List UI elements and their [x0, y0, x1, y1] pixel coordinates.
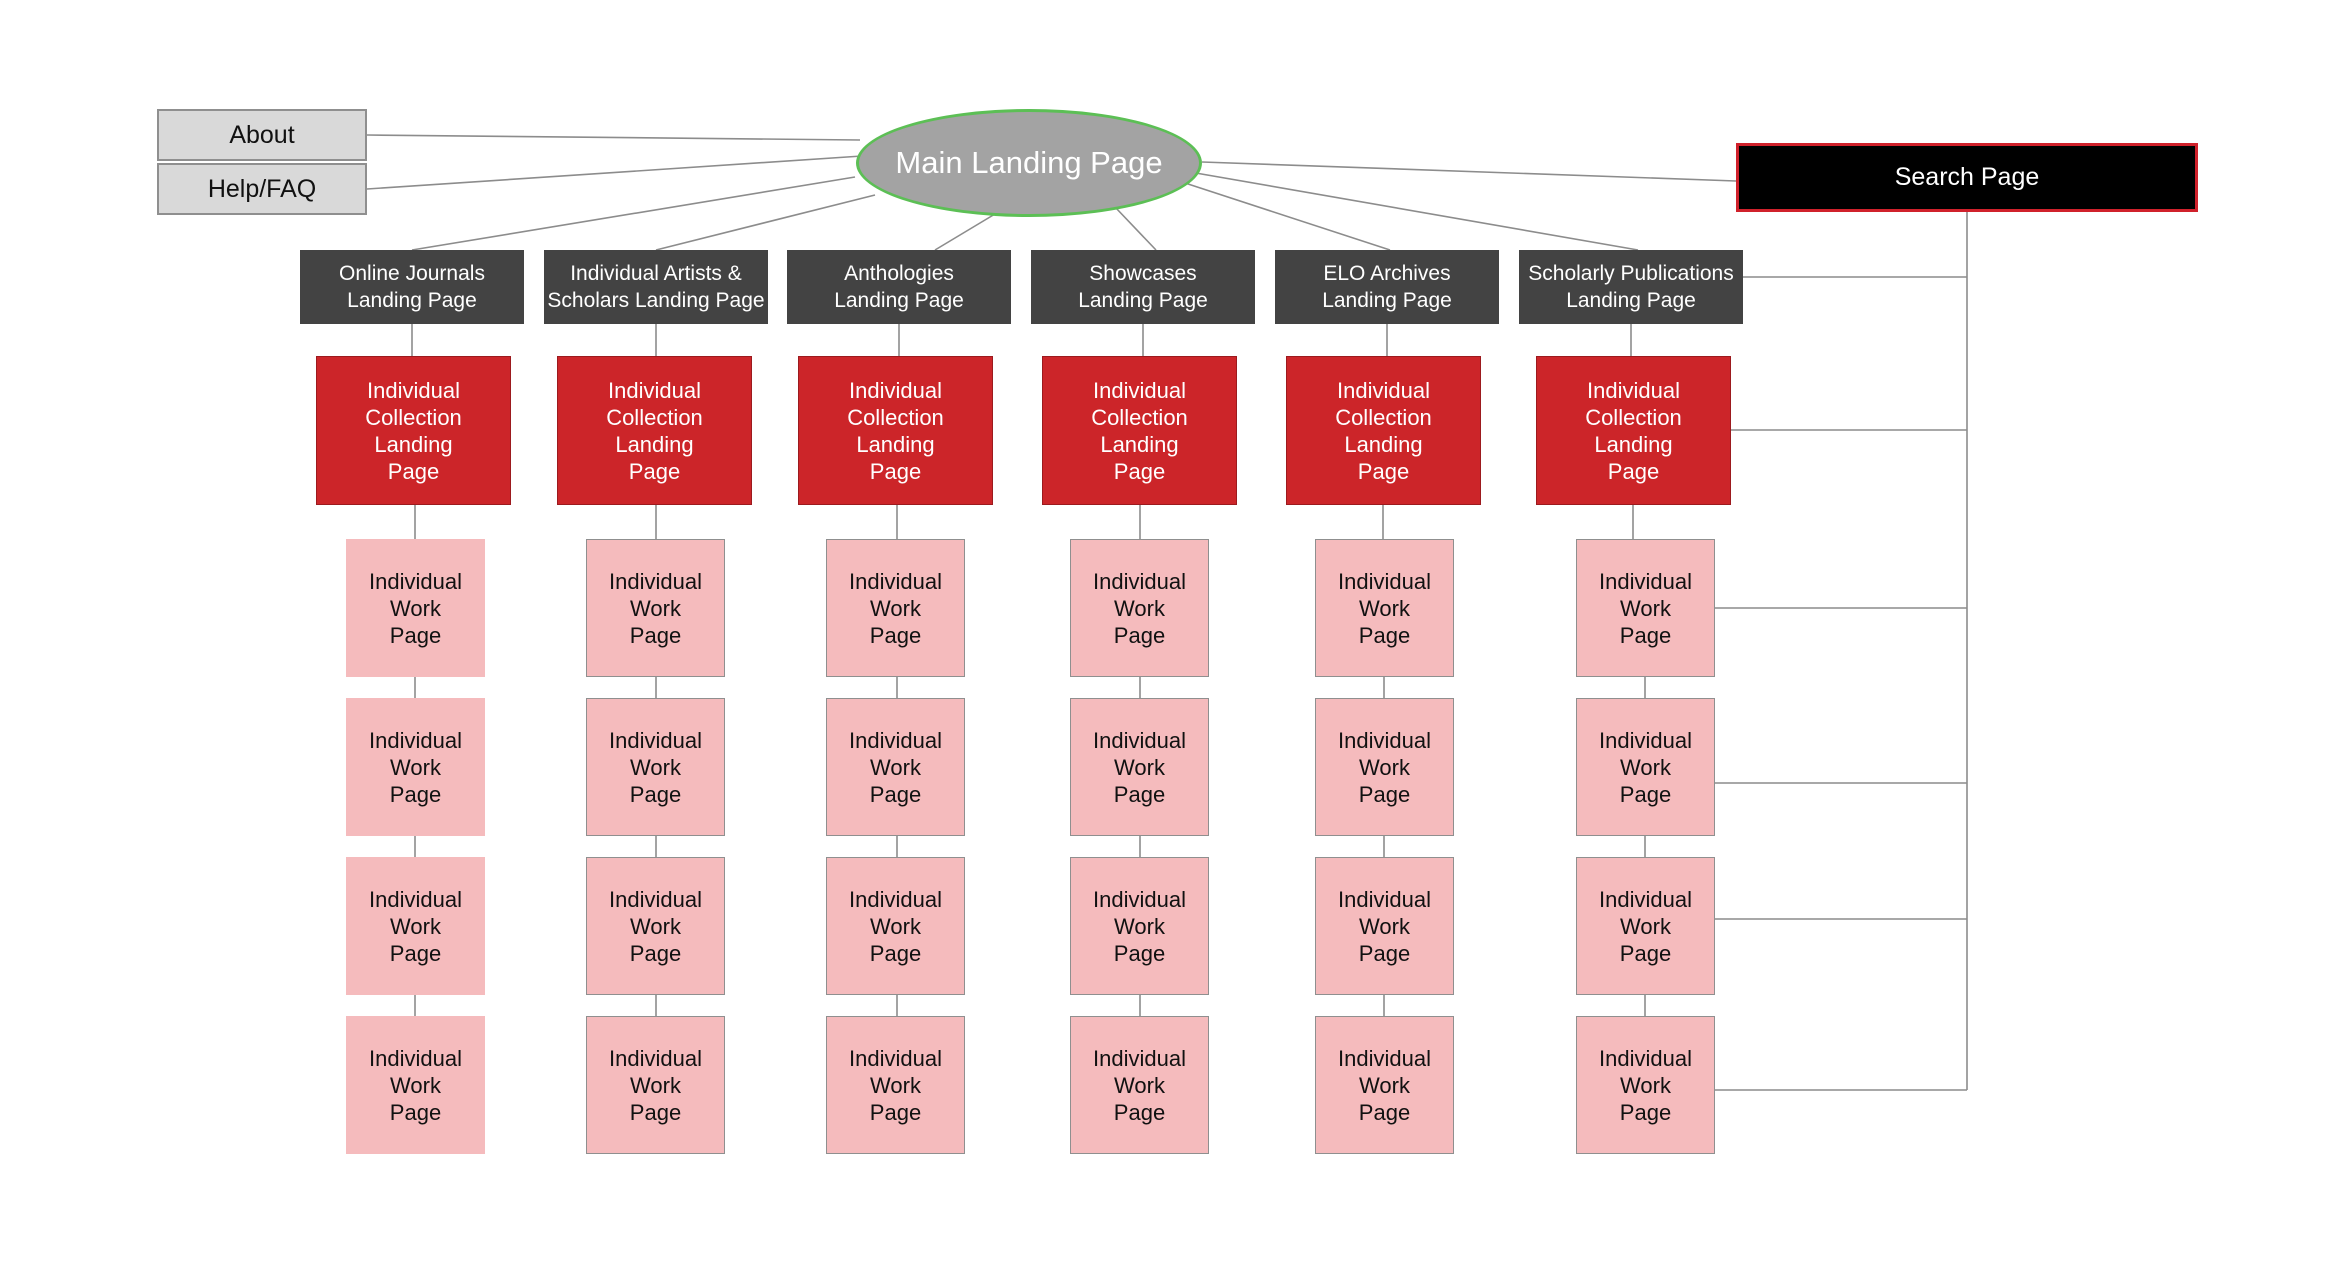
main-landing-page-node[interactable]: Main Landing Page [856, 109, 1202, 217]
edge-main-section [411, 176, 856, 251]
work-page-box[interactable]: Individual Work Page [1070, 698, 1209, 836]
section-anthologies[interactable]: Anthologies Landing Page [787, 250, 1011, 324]
collection-box[interactable]: Individual Collection Landing Page [1286, 356, 1481, 505]
section-individual-artists-scholars[interactable]: Individual Artists & Scholars Landing Pa… [544, 250, 768, 324]
work-page-box[interactable]: Individual Work Page [346, 539, 485, 677]
section-online-journals[interactable]: Online Journals Landing Page [300, 250, 524, 324]
edge-main-section [655, 194, 876, 251]
collection-box[interactable]: Individual Collection Landing Page [798, 356, 993, 505]
work-page-box[interactable]: Individual Work Page [1315, 857, 1454, 995]
help-faq-box[interactable]: Help/FAQ [157, 163, 367, 215]
work-page-box[interactable]: Individual Work Page [346, 1016, 485, 1154]
work-page-box[interactable]: Individual Work Page [826, 539, 965, 677]
work-page-box[interactable]: Individual Work Page [346, 698, 485, 836]
edge-main-section [934, 213, 996, 251]
work-page-box[interactable]: Individual Work Page [826, 698, 965, 836]
work-page-box[interactable]: Individual Work Page [586, 1016, 725, 1154]
work-page-box[interactable]: Individual Work Page [1576, 698, 1715, 836]
section-scholarly-publications[interactable]: Scholarly Publications Landing Page [1519, 250, 1743, 324]
collection-box[interactable]: Individual Collection Landing Page [557, 356, 752, 505]
edge-main-about [366, 134, 861, 141]
search-page-box[interactable]: Search Page [1736, 143, 2198, 212]
work-page-box[interactable]: Individual Work Page [1576, 857, 1715, 995]
collection-box[interactable]: Individual Collection Landing Page [1042, 356, 1237, 505]
section-showcases[interactable]: Showcases Landing Page [1031, 250, 1255, 324]
work-page-box[interactable]: Individual Work Page [826, 857, 965, 995]
work-page-box[interactable]: Individual Work Page [1070, 539, 1209, 677]
edge-main-section [1114, 206, 1157, 251]
edge-main-help [366, 155, 863, 190]
work-page-box[interactable]: Individual Work Page [1070, 857, 1209, 995]
work-page-box[interactable]: Individual Work Page [1315, 539, 1454, 677]
edge-main-section [1189, 171, 1639, 251]
work-page-box[interactable]: Individual Work Page [1576, 539, 1715, 677]
edge-main-search [1201, 161, 1737, 182]
work-page-box[interactable]: Individual Work Page [586, 698, 725, 836]
edge-main-section [1184, 182, 1391, 251]
section-elo-archives[interactable]: ELO Archives Landing Page [1275, 250, 1499, 324]
collection-box[interactable]: Individual Collection Landing Page [1536, 356, 1731, 505]
about-box[interactable]: About [157, 109, 367, 161]
work-page-box[interactable]: Individual Work Page [586, 539, 725, 677]
work-page-box[interactable]: Individual Work Page [346, 857, 485, 995]
work-page-box[interactable]: Individual Work Page [1315, 1016, 1454, 1154]
work-page-box[interactable]: Individual Work Page [826, 1016, 965, 1154]
work-page-box[interactable]: Individual Work Page [1070, 1016, 1209, 1154]
work-page-box[interactable]: Individual Work Page [1576, 1016, 1715, 1154]
work-page-box[interactable]: Individual Work Page [1315, 698, 1454, 836]
collection-box[interactable]: Individual Collection Landing Page [316, 356, 511, 505]
work-page-box[interactable]: Individual Work Page [586, 857, 725, 995]
